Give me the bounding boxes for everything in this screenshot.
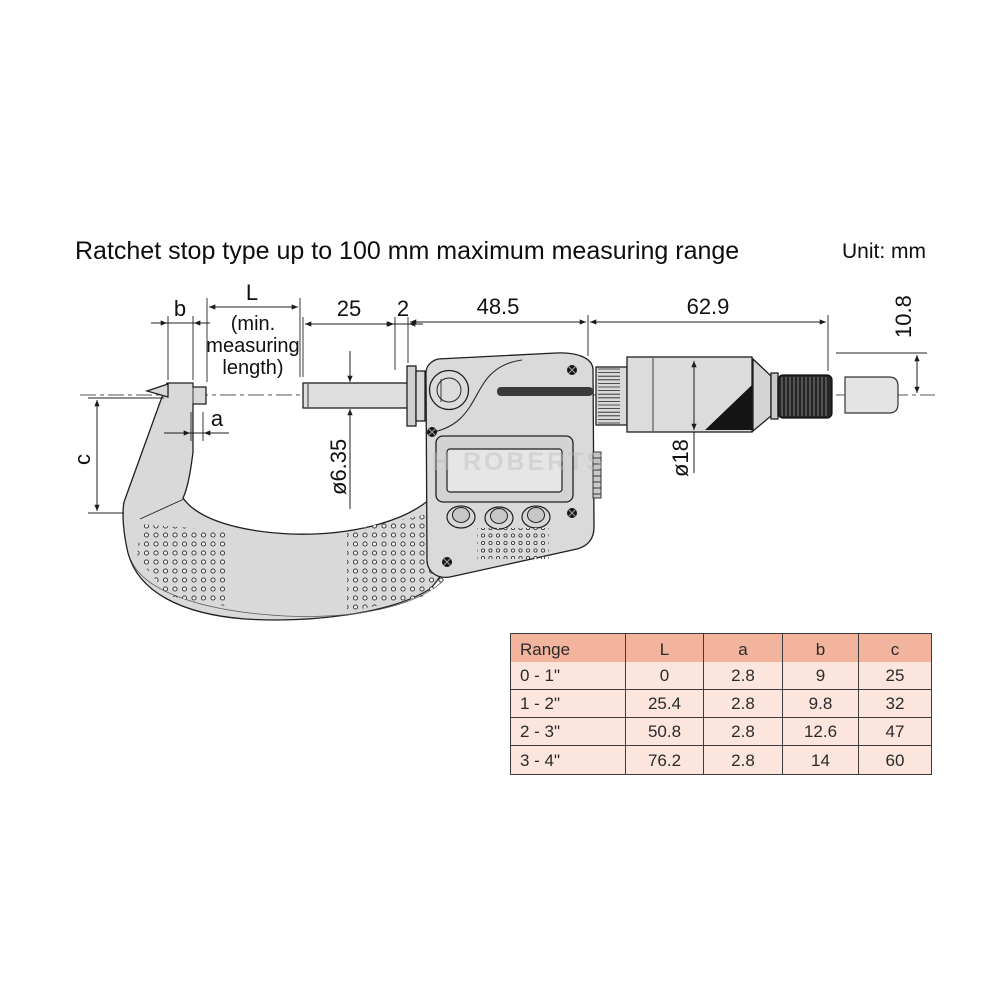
screw-bottom-right [567,508,577,518]
table-cell: 32 [859,690,931,718]
spindle-seam-slot [497,387,593,396]
side-ridge-lines [593,457,601,495]
dim-label-10-8: 10.8 [891,295,916,338]
table-cell: 3 - 4" [511,746,626,774]
dim-label-b: b [174,296,186,321]
table-cell: 50.8 [626,718,704,746]
table-cell: 2.8 [704,662,783,690]
dim-label-48-5: 48.5 [477,294,520,319]
table-cell: 9.8 [783,690,859,718]
table-header-cell: b [783,634,859,665]
spindle-rod [302,382,411,409]
table-cell: 0 [626,662,704,690]
speaker-dots [477,528,549,559]
table-cell: 25.4 [626,690,704,718]
table-cell: 12.6 [783,718,859,746]
screw-left [427,427,437,437]
ratchet-end-rod [844,376,899,414]
sleeve-graduations [598,368,620,424]
dim-label-25: 25 [337,296,361,321]
table-header-cell: L [626,634,704,665]
button-3 [521,505,551,529]
display-unit: H ROBERTS [425,352,606,579]
min-measuring-line2: measuring [206,335,299,357]
frame [122,382,455,621]
table-cell: 9 [783,662,859,690]
dim-label-L: L [246,280,258,305]
watermark-text: H ROBERTS [432,448,606,476]
unit-label: Unit: mm [842,240,926,263]
frame-tip [144,383,169,398]
lcd-screen [446,448,563,493]
table-cell: 14 [783,746,859,774]
thimble-black-wedge [705,385,752,430]
table-header-cell: a [704,634,783,665]
side-ridges [592,451,602,499]
dim-label-a: a [211,406,224,431]
clamp-collar-inner [415,370,426,422]
table-cell: 2.8 [704,718,783,746]
extension-lines [88,298,927,514]
dimension-annotations: b L (min. measuring length) 25 2 48.5 62… [70,280,927,514]
button-1 [446,505,476,529]
housing-contour-line [426,359,523,434]
ratchet-collar [770,372,779,420]
table-cell: 2.8 [704,746,783,774]
table-cell: 60 [859,746,931,774]
table-cell: 47 [859,718,931,746]
dim-label-c: c [70,454,95,465]
table-cell: 1 - 2" [511,690,626,718]
thimble-assembly [595,356,899,433]
button-2 [484,506,514,530]
grip-dots-left [137,524,226,606]
frame-seam [139,498,185,520]
dim-label-2: 2 [397,296,409,321]
sleeve [595,366,628,426]
table-cell: 25 [859,662,931,690]
table-cell: 2.8 [704,690,783,718]
screw-top-right [567,365,577,375]
dim-label-62-9: 62.9 [687,294,730,319]
ratchet-knurling [781,377,827,416]
dim-label-dia-18: ø18 [668,439,693,477]
screw-bottom-left [442,557,452,567]
grip-dots-right [347,511,448,612]
thimble-cone [752,357,772,433]
clamp-collar-outer [406,365,417,427]
min-measuring-line1: (min. [231,313,275,335]
frame-rim-line [130,559,444,617]
table-header-cell: c [859,634,931,665]
table-cell: 0 - 1" [511,662,626,690]
min-measuring-line3: length) [222,357,283,379]
range-spec-table: Range L a b c 0 - 1" 0 2.8 9 25 1 - 2" 2… [510,633,932,775]
spindle [302,382,411,409]
table-cell: 76.2 [626,746,704,774]
spindle-clamp-ring [428,369,470,411]
table-header-cell: Range [511,634,626,665]
table-cell: 2 - 3" [511,718,626,746]
page-title: Ratchet stop type up to 100 mm maximum m… [75,237,739,265]
dim-label-dia-6-35: ø6.35 [326,439,351,495]
clamp-ring-inner [436,377,462,403]
